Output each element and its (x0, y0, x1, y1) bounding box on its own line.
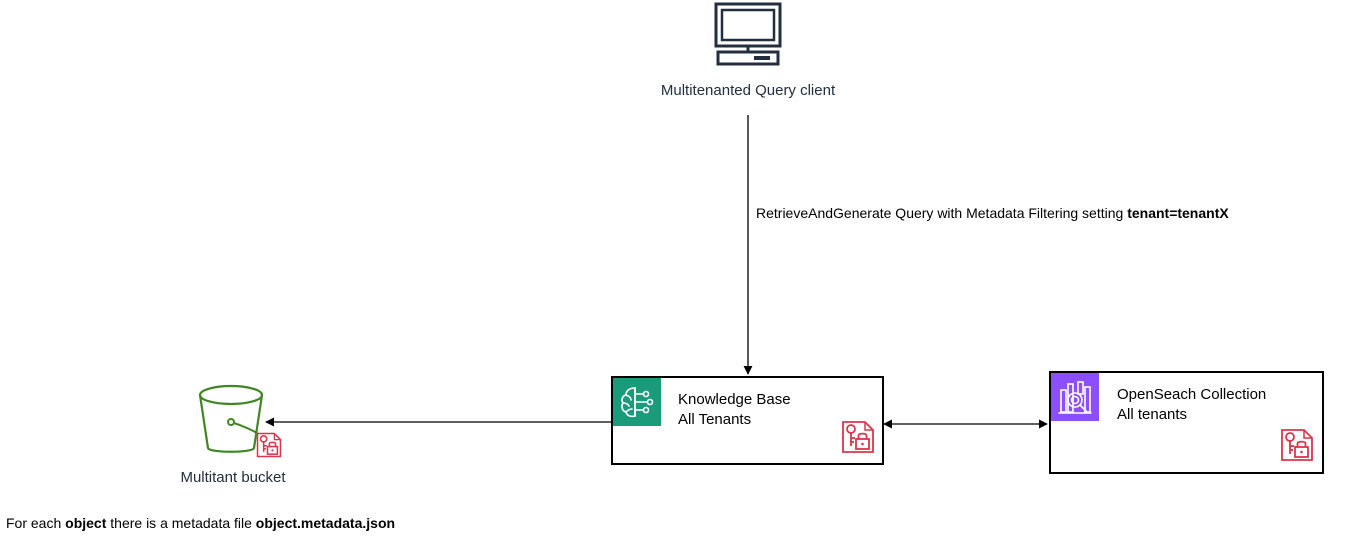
footnote-object: object (65, 515, 107, 531)
opensearch-subtitle: All tenants (1117, 406, 1188, 423)
bedrock-brain-icon (613, 378, 661, 426)
knowledge-base-box: Knowledge Base All Tenants (611, 376, 884, 465)
knowledge-base-title: Knowledge Base (678, 391, 791, 408)
encryption-key-icon (842, 421, 874, 453)
client-node: Multitenanted Query client (640, 0, 856, 104)
footnote-part1: For each (6, 515, 62, 531)
bucket-node: Multitant bucket (160, 382, 310, 488)
query-edge-filter: tenant=tenantX (1127, 205, 1229, 221)
encryption-key-icon (256, 432, 282, 458)
desktop-computer-icon (714, 2, 782, 66)
query-edge-label: RetrieveAndGenerate Query with Metadata … (756, 204, 1229, 223)
client-label: Multitenanted Query client (660, 82, 836, 99)
query-edge-text: RetrieveAndGenerate Query with Metadata … (756, 205, 1124, 221)
footnote-filename: object.metadata.json (255, 515, 396, 531)
opensearch-collection-icon (1051, 373, 1099, 421)
footnote: For each object there is a metadata file… (6, 514, 395, 532)
opensearch-collection-box: OpenSeach Collection All tenants (1049, 371, 1324, 474)
bucket-label: Multitant bucket (180, 469, 286, 486)
knowledge-base-subtitle: All Tenants (678, 411, 752, 428)
opensearch-title: OpenSeach Collection (1117, 386, 1267, 403)
encryption-key-icon (1281, 429, 1313, 461)
footnote-part3: there is a metadata file (110, 515, 252, 531)
